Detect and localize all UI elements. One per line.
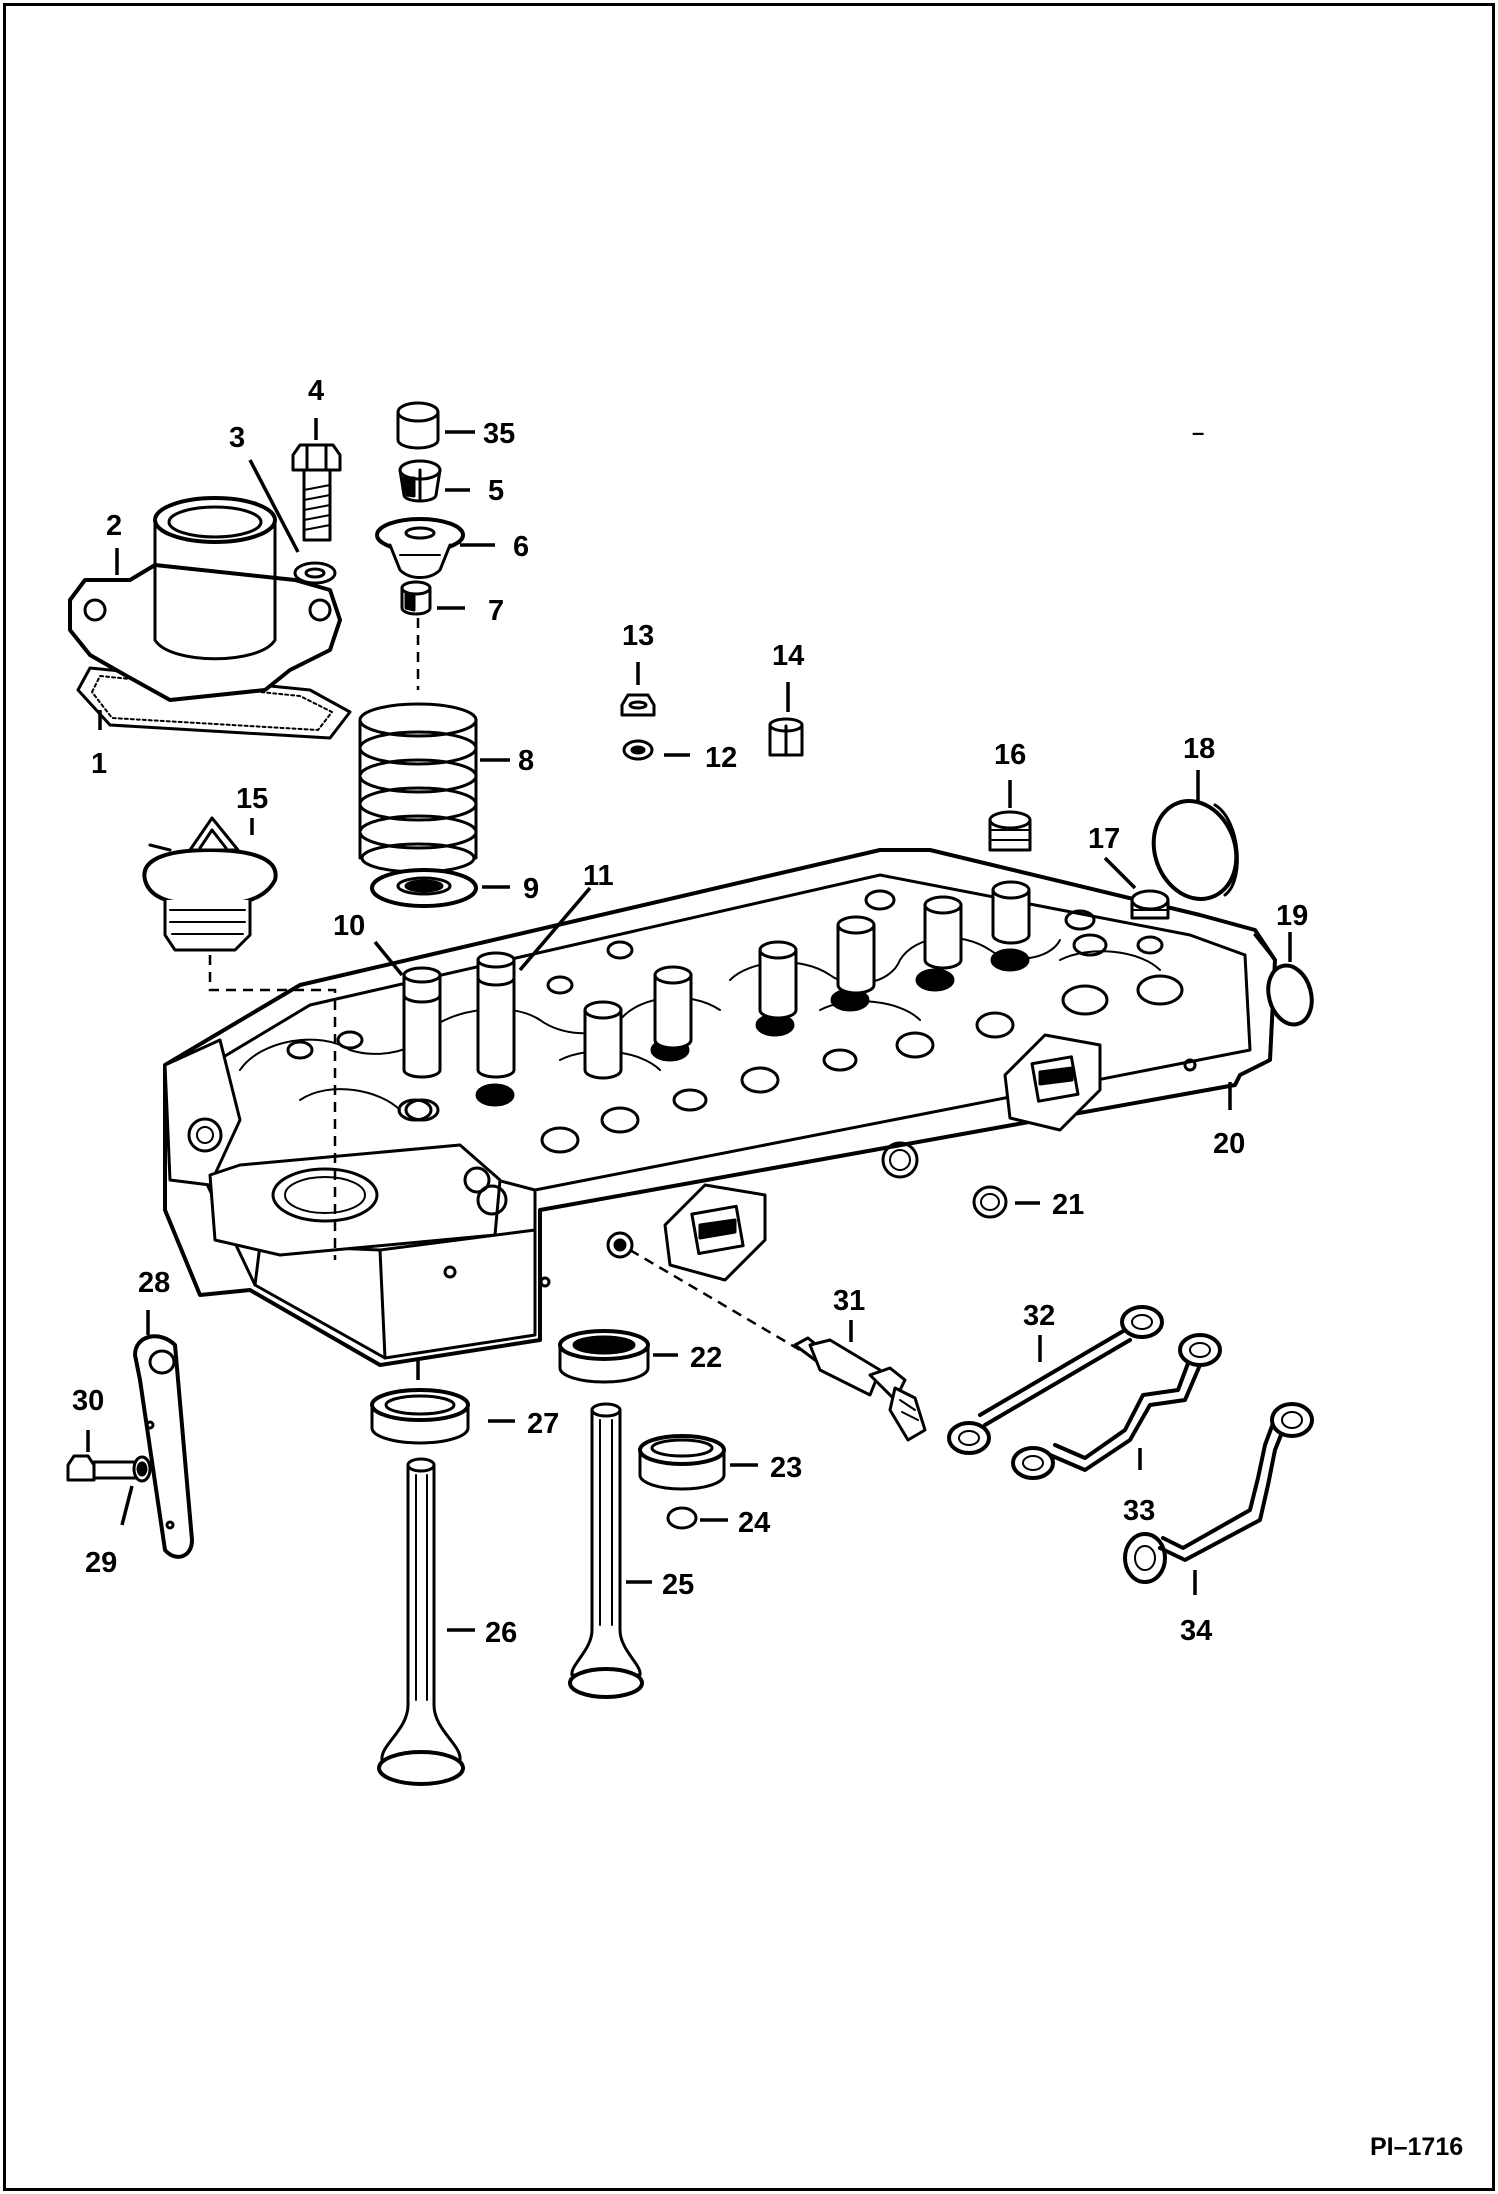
- expansion-plug-19: [1266, 963, 1314, 1027]
- water-outlet: [68, 496, 342, 702]
- nut-13: [620, 693, 656, 717]
- cap-24: [666, 1506, 698, 1530]
- washer-3: [293, 561, 337, 585]
- collets-5: [398, 459, 442, 503]
- plug-17: [1130, 889, 1170, 920]
- callout-25: 25: [662, 1569, 694, 1601]
- callout-1: 1: [91, 748, 107, 780]
- spring-retainer-6: [375, 517, 465, 579]
- callout-23: 23: [770, 1452, 802, 1484]
- callout-10: 10: [333, 910, 365, 942]
- callout-14: 14: [772, 640, 804, 672]
- washer-29: [132, 1455, 152, 1483]
- callout-7: 7: [488, 595, 504, 627]
- thermostat-centerline: [208, 955, 337, 1260]
- valve-seat-27: [370, 1388, 470, 1445]
- callout-20: 20: [1213, 1128, 1245, 1160]
- callout-6: 6: [513, 531, 529, 563]
- valve-spring-8: [358, 702, 478, 874]
- temperature-sender-31: [793, 1336, 927, 1442]
- thermostat-15: [142, 816, 278, 952]
- expansion-plug-18: [1151, 799, 1239, 901]
- callout-34: 34: [1180, 1615, 1212, 1647]
- figure-reference: PI–1716: [1370, 2133, 1463, 2161]
- callout-27: 27: [527, 1408, 559, 1440]
- leader-lines: [86, 418, 1292, 1632]
- bolt-4: [291, 443, 342, 542]
- valve-cap-35: [396, 401, 440, 450]
- callout-11: 11: [583, 860, 614, 892]
- intake-valve-25: [568, 1402, 644, 1699]
- callout-33: 33: [1123, 1495, 1155, 1527]
- callout-17: 17: [1088, 823, 1120, 855]
- diagram-border: [3, 3, 1495, 2191]
- water-pipe-34: [1123, 1402, 1314, 1584]
- washer-12: [622, 739, 654, 761]
- deck-valve-guides: [583, 880, 1031, 1080]
- lifting-bracket-28: [133, 1334, 194, 1559]
- callout-15: 15: [236, 783, 268, 815]
- callout-29: 29: [85, 1547, 117, 1579]
- callout-4: 4: [308, 375, 324, 407]
- callout-28: 28: [138, 1267, 170, 1299]
- callout-19: 19: [1276, 900, 1308, 932]
- valve-guide-10: [402, 966, 442, 1122]
- callout-32: 32: [1023, 1300, 1055, 1332]
- stray-dash-mark: –: [1192, 420, 1204, 445]
- callout-24: 24: [738, 1507, 770, 1539]
- nut-14: [768, 717, 804, 757]
- valve-seat-insert-23: [638, 1434, 726, 1491]
- bolt-30: [66, 1454, 138, 1482]
- valve-seat-22: [558, 1329, 650, 1384]
- callout-9: 9: [523, 873, 539, 905]
- stem-seal-7: [400, 580, 432, 616]
- plug-21: [972, 1185, 1008, 1219]
- water-pipe-32: [947, 1305, 1164, 1455]
- callout-26: 26: [485, 1617, 517, 1649]
- plug-16: [988, 810, 1032, 852]
- callout-8: 8: [518, 745, 534, 777]
- callout-35: 35: [483, 418, 515, 450]
- callout-16: 16: [994, 739, 1026, 771]
- callout-18: 18: [1183, 733, 1215, 765]
- exhaust-valve-26: [377, 1457, 465, 1786]
- valve-guide-11: [476, 951, 516, 1079]
- callout-30: 30: [72, 1385, 104, 1417]
- callout-31: 31: [833, 1285, 865, 1317]
- callout-3: 3: [229, 422, 245, 454]
- cylinder-head: [163, 848, 1277, 1367]
- callout-21: 21: [1052, 1189, 1084, 1221]
- callout-2: 2: [106, 510, 122, 542]
- callout-13: 13: [622, 620, 654, 652]
- callout-5: 5: [488, 475, 504, 507]
- callout-22: 22: [690, 1342, 722, 1374]
- spring-seat-9: [370, 868, 478, 908]
- callout-labels: 1 2 3 4 35 5 6 7 8 9 10 11 12 13 14 15 1…: [72, 375, 1308, 1649]
- callout-12: 12: [705, 742, 737, 774]
- water-pipe-33: [1011, 1333, 1222, 1480]
